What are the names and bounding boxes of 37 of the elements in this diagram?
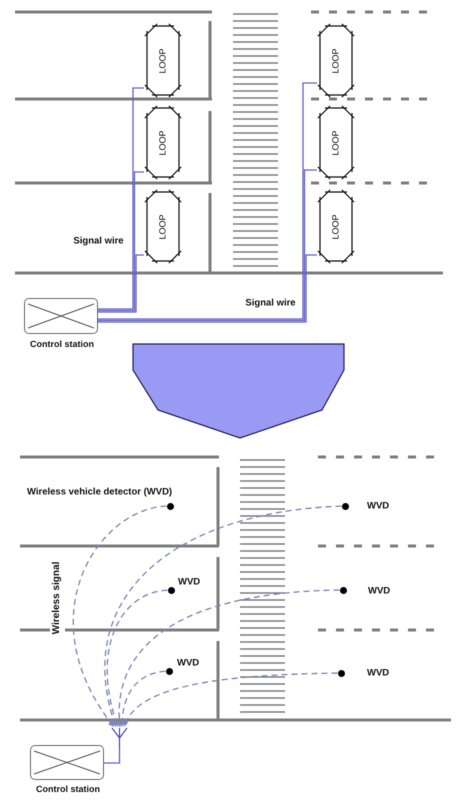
loop-label: LOOP [158, 130, 168, 155]
wire [98, 169, 317, 322]
loop-detector [317, 23, 355, 98]
dashed-arrow [123, 672, 338, 728]
signal-wire-label: Signal wire [245, 298, 296, 308]
station-label: Control station [30, 340, 94, 349]
dashed-arrow [116, 589, 340, 728]
wireless-signal-label: Wireless signal [52, 562, 62, 634]
loop-detector [144, 23, 182, 98]
detector-label: WVD [367, 668, 390, 678]
loop-label: LOOP [158, 48, 168, 73]
loop-detector [317, 105, 355, 180]
dashed-arrow [72, 505, 167, 728]
wire [98, 87, 144, 310]
wire [98, 171, 144, 312]
loop-label: LOOP [332, 214, 340, 239]
dashed-arrow [106, 590, 168, 728]
detector-label: WVD [368, 586, 390, 596]
wire [98, 254, 144, 313]
antenna-icon [111, 727, 128, 748]
loop-detector [144, 105, 182, 180]
wire [98, 254, 317, 323]
signal-wire-label: Signal wire [73, 236, 124, 246]
dashed-arrow [119, 670, 166, 728]
station-label: Control station [36, 785, 100, 794]
wire [98, 82, 317, 320]
loop-label: LOOP [332, 130, 340, 155]
detector-label: WVD [178, 577, 200, 587]
detector-label: WVD [177, 658, 200, 668]
loop-detector [317, 189, 355, 264]
loop-detector [144, 189, 182, 264]
dashed-arrow [104, 505, 342, 728]
loop-label: LOOP [158, 214, 168, 239]
loop-label: LOOP [332, 48, 340, 73]
detector-label: WVD [367, 501, 390, 511]
detector-label: Wireless vehicle detector (WVD) [27, 487, 172, 497]
wire [104, 748, 120, 764]
